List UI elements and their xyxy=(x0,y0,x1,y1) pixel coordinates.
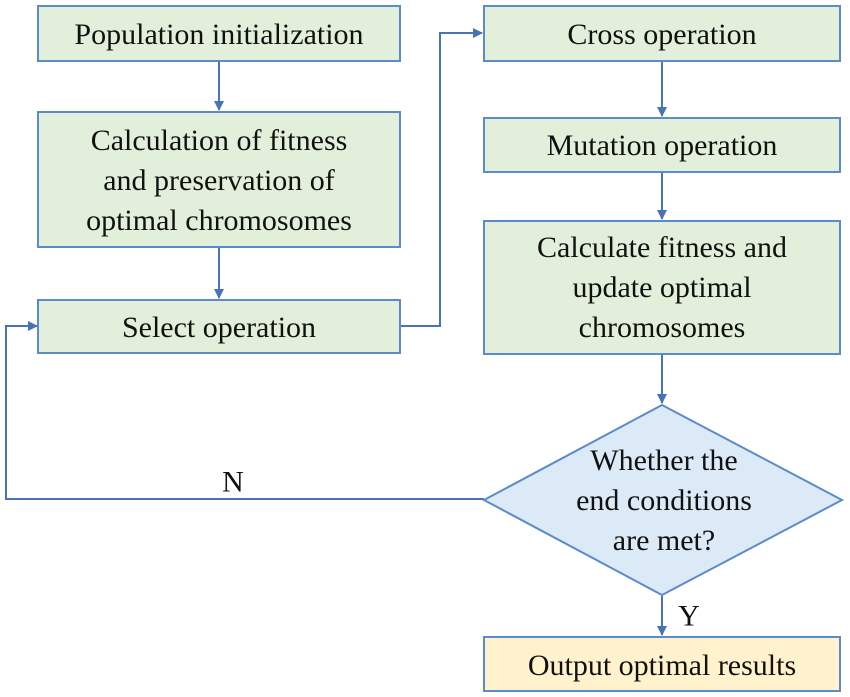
node-label-line: end conditions xyxy=(576,484,752,517)
node-output-results: Output optimal results xyxy=(483,636,841,692)
node-label-line: Output optimal results xyxy=(528,649,796,682)
node-label-line: Calculation of fitness xyxy=(91,124,348,157)
node-label: Cross operation xyxy=(567,18,756,51)
node-label-line: are met? xyxy=(613,524,715,557)
process-box xyxy=(37,299,401,354)
node-mutation-operation: Mutation operation xyxy=(483,117,841,173)
process-box xyxy=(37,5,401,62)
node-label: Population initialization xyxy=(74,18,363,51)
node-label-line: chromosomes xyxy=(579,311,746,344)
edge-decision-no-loop xyxy=(5,321,484,500)
node-label-line: Calculate fitness and xyxy=(537,231,787,264)
process-box xyxy=(483,5,841,62)
node-fitness-preservation: Calculation of fitness and preservation o… xyxy=(37,111,401,248)
node-label-line: update optimal xyxy=(572,271,751,304)
node-label-line: Population initialization xyxy=(74,18,363,51)
process-box xyxy=(483,117,841,173)
edge-select-to-cross xyxy=(400,28,483,327)
node-label-line: Mutation operation xyxy=(547,129,778,162)
node-label-line: and preservation of xyxy=(103,164,335,197)
output-box xyxy=(483,636,841,692)
decision-diamond xyxy=(481,403,845,597)
node-label: Calculate fitness and update optimal chrom… xyxy=(537,231,787,344)
node-label-line: Select operation xyxy=(122,311,316,344)
node-end-condition-decision: Whether the end conditions are met? xyxy=(481,403,845,597)
process-box xyxy=(483,220,841,355)
node-population-initialization: Population initialization xyxy=(37,5,401,62)
edge-label-yes: Y xyxy=(678,600,700,633)
node-label: Calculation of fitness and preservation o… xyxy=(86,124,352,237)
edge-label-no: N xyxy=(222,466,244,499)
process-box xyxy=(37,111,401,248)
node-fitness-update: Calculate fitness and update optimal chrom… xyxy=(483,220,841,355)
connectors xyxy=(5,28,667,636)
node-label: Mutation operation xyxy=(547,129,778,162)
node-select-operation: Select operation xyxy=(37,299,401,354)
node-label: Select operation xyxy=(122,311,316,344)
node-label-line: optimal chromosomes xyxy=(86,204,352,237)
node-cross-operation: Cross operation xyxy=(483,5,841,62)
node-label-line: Cross operation xyxy=(567,18,756,51)
node-label: Output optimal results xyxy=(528,649,796,682)
node-label: Whether the end conditions are met? xyxy=(576,444,752,557)
node-label-line: Whether the xyxy=(590,444,737,477)
